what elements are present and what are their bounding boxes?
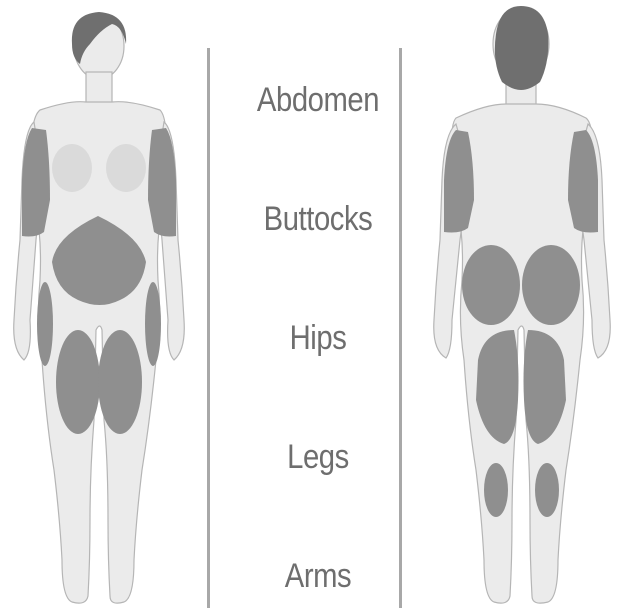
back-zone-buttock-left [462, 245, 520, 325]
back-zone-calf-right [535, 463, 559, 517]
back-zone-buttock-right [522, 245, 580, 325]
back-hair [495, 6, 548, 90]
back-zone-calf-left [484, 463, 508, 517]
left-divider [207, 48, 210, 608]
label-hips: Hips [232, 318, 404, 358]
label-abdomen: Abdomen [232, 80, 404, 120]
label-legs: Legs [232, 437, 404, 477]
label-buttocks: Buttocks [232, 199, 404, 239]
label-arms: Arms [232, 556, 404, 596]
